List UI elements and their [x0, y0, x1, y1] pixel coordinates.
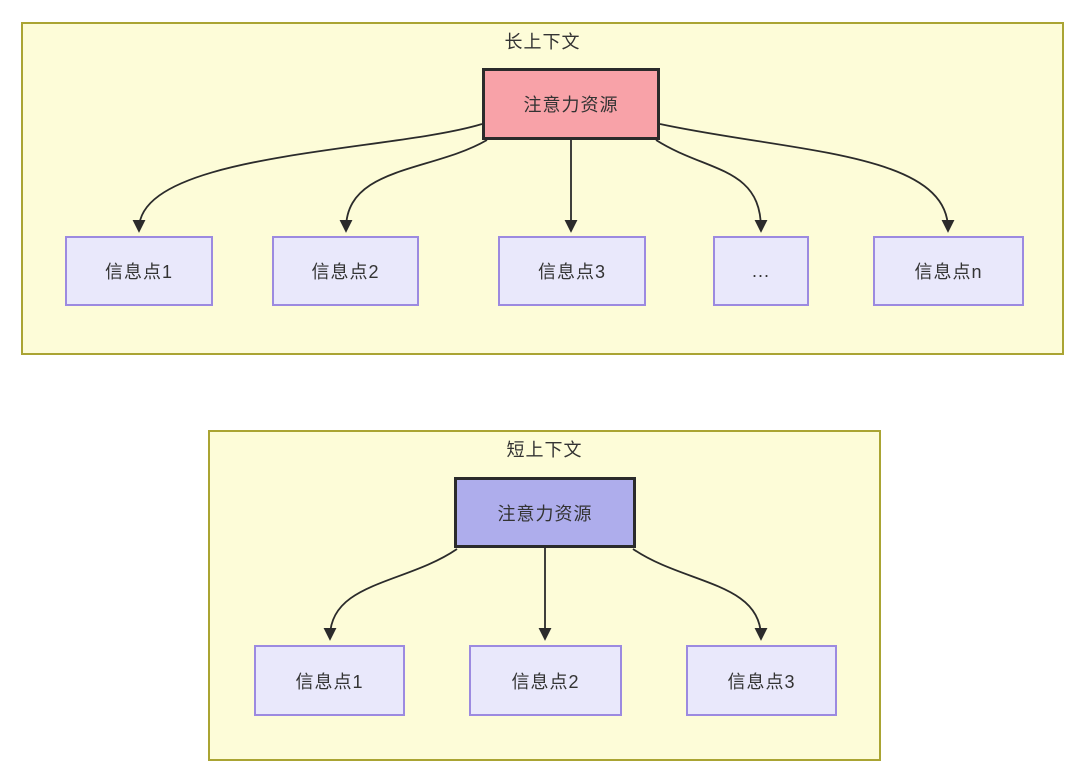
info-box-long-1-label: 信息点1	[104, 262, 173, 282]
attention-resource-box-long: 注意力资源	[482, 68, 660, 140]
info-box-long-3-label: 信息点3	[537, 262, 606, 282]
info-box-short-2: 信息点2	[469, 645, 622, 716]
info-box-long-n-label: 信息点n	[914, 262, 983, 282]
long-context-title: 长上下文	[504, 32, 581, 52]
info-box-short-3: 信息点3	[686, 645, 837, 716]
info-box-long-ellipsis: ...	[713, 236, 809, 306]
info-box-long-3: 信息点3	[498, 236, 646, 306]
attention-resource-box-short: 注意力资源	[454, 477, 636, 548]
attention-resource-label-long: 注意力资源	[523, 95, 619, 115]
short-context-title: 短上下文	[506, 440, 583, 460]
info-box-short-1: 信息点1	[254, 645, 405, 716]
info-box-long-2-label: 信息点2	[311, 262, 380, 282]
info-box-short-3-label: 信息点3	[727, 671, 796, 692]
info-box-long-ellipsis-label: ...	[751, 260, 770, 281]
info-box-short-1-label: 信息点1	[295, 671, 364, 692]
info-box-long-2: 信息点2	[272, 236, 419, 306]
info-box-long-n: 信息点n	[873, 236, 1024, 306]
info-box-long-1: 信息点1	[65, 236, 213, 306]
attention-resource-label-short: 注意力资源	[497, 503, 593, 524]
info-box-short-2-label: 信息点2	[511, 671, 580, 692]
